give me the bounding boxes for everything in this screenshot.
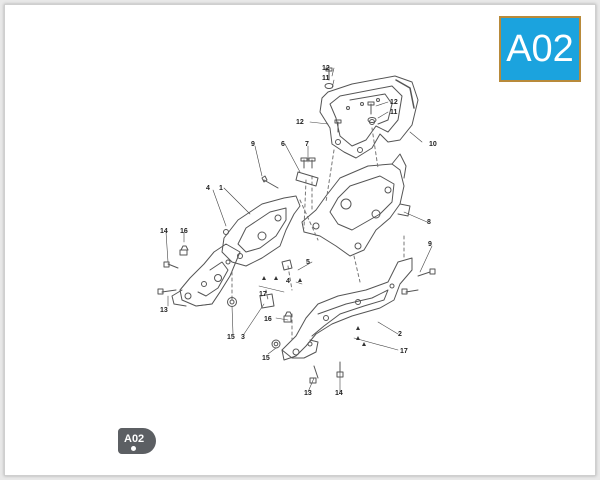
leader-lines — [165, 67, 433, 393]
assembly-lines — [231, 127, 405, 341]
callout-1: 1 — [219, 185, 223, 192]
part-8-subframe-bracket — [301, 153, 411, 257]
callout-17: 17 — [259, 291, 267, 298]
callout-8: 8 — [427, 219, 431, 226]
part-10-rear-rack — [319, 75, 419, 159]
weld-markers — [262, 276, 366, 346]
page-code-tag: A02 — [118, 428, 156, 454]
callout-15: 15 — [262, 355, 270, 362]
callout-16: 16 — [180, 228, 188, 235]
callout-9: 9 — [428, 241, 432, 248]
callout-labels: 12 11 12 12 11 10 9 6 7 4 1 8 14 16 5 9 … — [160, 65, 437, 397]
callout-4: 4 — [206, 185, 210, 192]
callout-12: 12 — [296, 119, 304, 126]
callout-6: 6 — [281, 141, 285, 148]
callout-14: 14 — [160, 228, 168, 235]
callout-2: 2 — [398, 331, 402, 338]
callout-3: 3 — [241, 334, 245, 341]
callout-11: 11 — [390, 109, 398, 116]
page-frame — [4, 4, 596, 476]
fasteners — [157, 67, 436, 384]
callout-12: 12 — [390, 99, 398, 106]
callout-4: 4 — [286, 278, 290, 285]
callout-9: 9 — [251, 141, 255, 148]
part-2-right-rail — [281, 257, 413, 361]
callout-13: 13 — [304, 390, 312, 397]
callout-7: 7 — [305, 141, 309, 148]
callout-15: 15 — [227, 334, 235, 341]
page-code-tag-label: A02 — [124, 433, 145, 445]
callout-11: 11 — [322, 75, 330, 82]
callout-17: 17 — [400, 348, 408, 355]
part-3-left-arm — [171, 243, 241, 307]
callout-14: 14 — [335, 390, 343, 397]
callout-12: 12 — [322, 65, 330, 72]
callout-16: 16 — [264, 316, 272, 323]
tag-dot-icon — [131, 446, 136, 451]
callout-13: 13 — [160, 307, 168, 314]
page-code-badge: A02 — [499, 16, 581, 82]
callout-5: 5 — [306, 259, 310, 266]
part-1-left-bracket — [221, 195, 301, 267]
callout-10: 10 — [429, 141, 437, 148]
